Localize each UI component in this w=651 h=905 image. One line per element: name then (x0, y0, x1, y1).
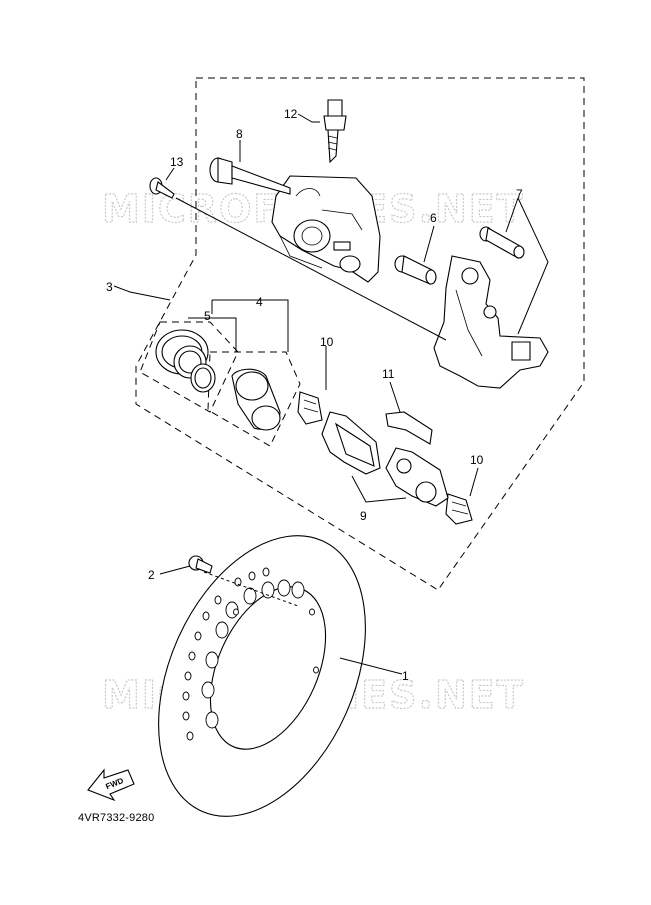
callout-1: 1 (402, 669, 409, 683)
callout-12: 12 (284, 107, 298, 121)
callout-2: 2 (148, 568, 155, 582)
fwd-arrow-icon: FWD (87, 768, 135, 802)
caliper-bolt-long (209, 157, 291, 195)
brake-pad-outer (385, 447, 449, 507)
slide-pin (394, 255, 437, 285)
caliper-bracket (433, 255, 549, 389)
brake-disc (158, 535, 366, 817)
callout-9: 9 (360, 509, 367, 523)
diagram-reference-code: 4VR7332-9280 (78, 812, 154, 824)
seal-kit-boundary (139, 321, 239, 413)
callout-7: 7 (516, 187, 523, 201)
callout-3: 3 (106, 280, 113, 294)
leader-lines (113, 113, 549, 675)
pad-support-left (297, 391, 323, 425)
callout-13: 13 (170, 155, 184, 169)
bleed-screw (323, 99, 347, 164)
callout-6: 6 (430, 211, 437, 225)
caliper-bolt-short (149, 177, 175, 199)
callout-10-right: 10 (470, 453, 484, 467)
pad-support-right (445, 493, 473, 525)
caliper-assembly-boundary (135, 77, 585, 591)
callout-11: 11 (382, 367, 395, 381)
brake-pad-inner (321, 411, 381, 475)
disc-screw (188, 555, 213, 574)
caliper-body (271, 175, 381, 283)
pad-spring (385, 411, 433, 445)
callout-4: 4 (256, 295, 263, 309)
callout-5: 5 (204, 309, 211, 323)
support-pin (479, 226, 525, 259)
callout-10-left: 10 (320, 335, 334, 349)
piston (231, 368, 281, 431)
piston-kit-boundary (207, 351, 301, 447)
seal-rings (155, 329, 216, 393)
callout-8: 8 (236, 127, 243, 141)
